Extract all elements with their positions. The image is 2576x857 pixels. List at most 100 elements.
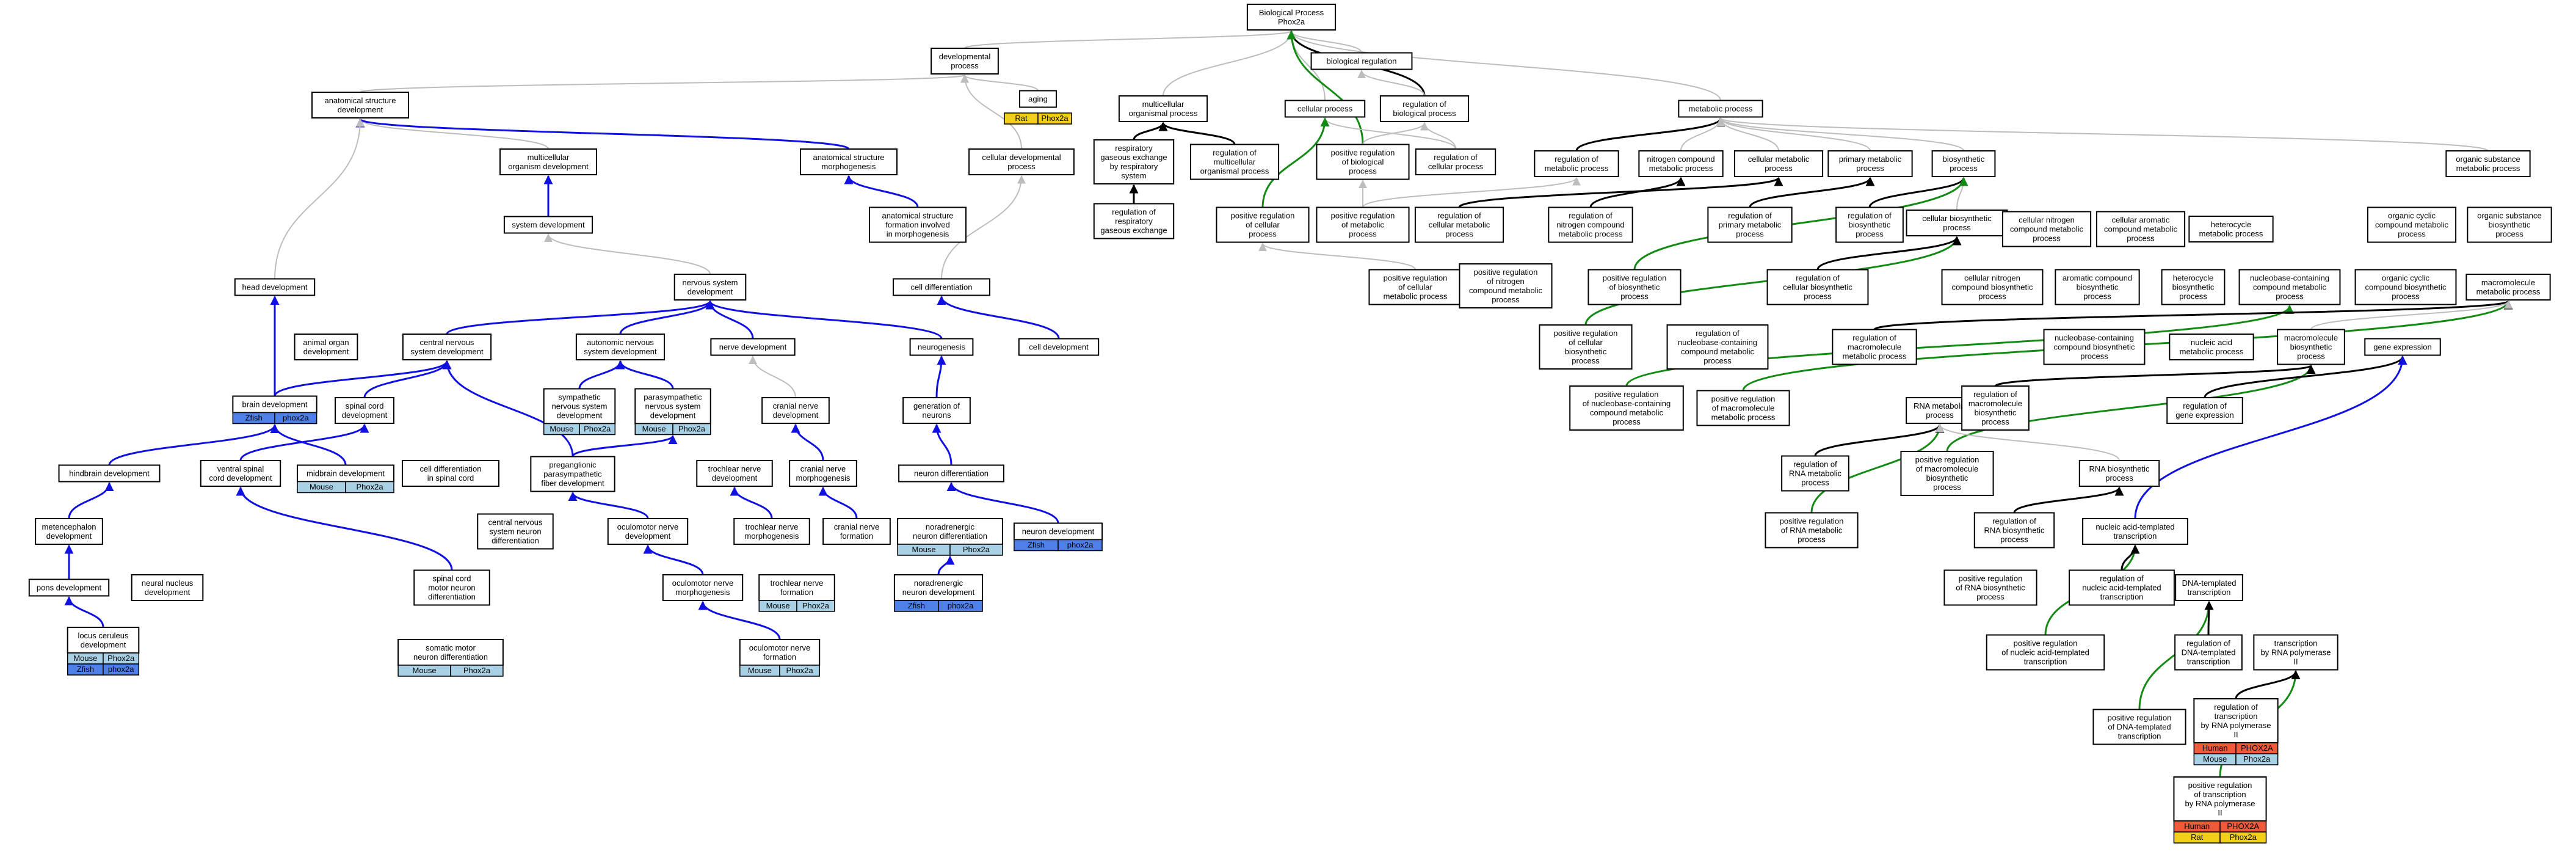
node-bio-reg[interactable]: biological regulation [1310, 52, 1413, 70]
node-metab[interactable]: metabolic process [1678, 100, 1763, 118]
node-nerve-dev[interactable]: nerve development [710, 338, 796, 356]
node-head-dev[interactable]: head development [234, 278, 316, 296]
node-neuron-diff[interactable]: neuron differentiation [898, 464, 1004, 483]
node-gene-expr[interactable]: gene expression [2364, 338, 2441, 356]
node-neurogenesis[interactable]: neurogenesis [909, 338, 974, 356]
node-system-dev[interactable]: system development [503, 216, 593, 234]
node-cell-proc[interactable]: cellular process [1284, 100, 1366, 118]
node-reg-nucleobase-metab[interactable]: regulation ofnucleobase-containingcompou… [1666, 324, 1769, 370]
node-pons-dev[interactable]: pons development [28, 578, 110, 597]
node-aging[interactable]: aging [1019, 90, 1057, 108]
node-reg-macromol-biosynth[interactable]: regulation ofmacromoleculebiosyntheticpr… [1961, 385, 2030, 431]
node-cell-diff[interactable]: cell differentiation [893, 278, 990, 296]
node-cell-development[interactable]: cell development [1018, 338, 1100, 356]
